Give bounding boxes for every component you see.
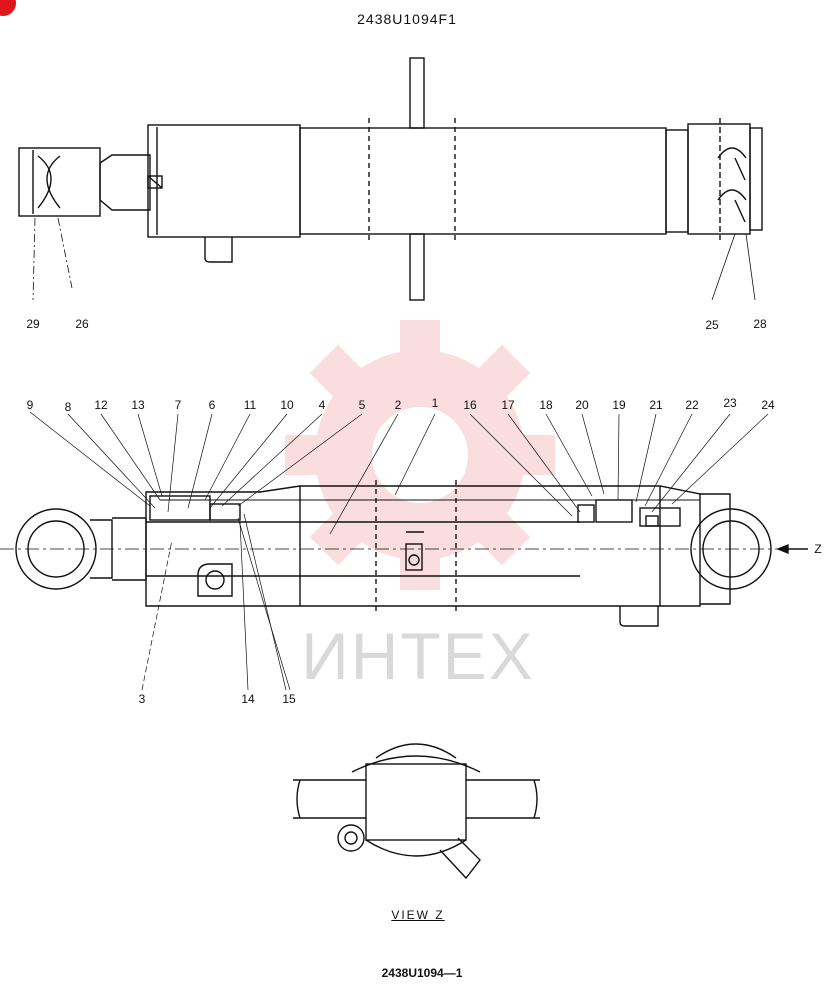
section-view <box>0 411 808 691</box>
part-label: 18 <box>539 398 553 412</box>
view-z <box>293 743 540 880</box>
part-label: 9 <box>26 398 34 412</box>
part-label: 14 <box>241 692 255 706</box>
drawing-number-bottom: 2438U1094—1 <box>381 966 463 980</box>
part-label: 20 <box>575 398 589 412</box>
part-label: 15 <box>282 692 296 706</box>
part-label: 26 <box>75 317 89 331</box>
part-label: 6 <box>208 398 216 412</box>
part-label: 16 <box>463 398 477 412</box>
part-label: 23 <box>723 396 737 410</box>
view-direction-label: Z <box>814 542 822 556</box>
part-label: 4 <box>318 398 326 412</box>
part-label: 13 <box>131 398 145 412</box>
part-label: 24 <box>761 398 775 412</box>
part-label: 3 <box>138 692 146 706</box>
corner-badge <box>0 0 16 16</box>
top-view <box>18 57 763 301</box>
part-label: 8 <box>64 400 72 414</box>
part-label: 28 <box>753 317 767 331</box>
part-label: 12 <box>94 398 108 412</box>
part-label: 1 <box>431 396 439 410</box>
part-label: 11 <box>243 398 257 412</box>
part-label: 2 <box>394 398 402 412</box>
part-label: 21 <box>649 398 663 412</box>
part-label: 10 <box>280 398 294 412</box>
drawing-number-top: 2438U1094F1 <box>357 11 457 27</box>
part-label: 5 <box>358 398 366 412</box>
watermark-text: ИНТЕХ <box>301 619 535 693</box>
part-label: 25 <box>705 318 719 332</box>
part-label: 7 <box>174 398 182 412</box>
watermark-gear-icon <box>285 320 555 590</box>
part-label: 17 <box>501 398 515 412</box>
part-label: 19 <box>612 398 626 412</box>
part-label: 22 <box>685 398 699 412</box>
part-label: 29 <box>26 317 40 331</box>
view-z-caption: VIEW Z <box>391 908 445 922</box>
